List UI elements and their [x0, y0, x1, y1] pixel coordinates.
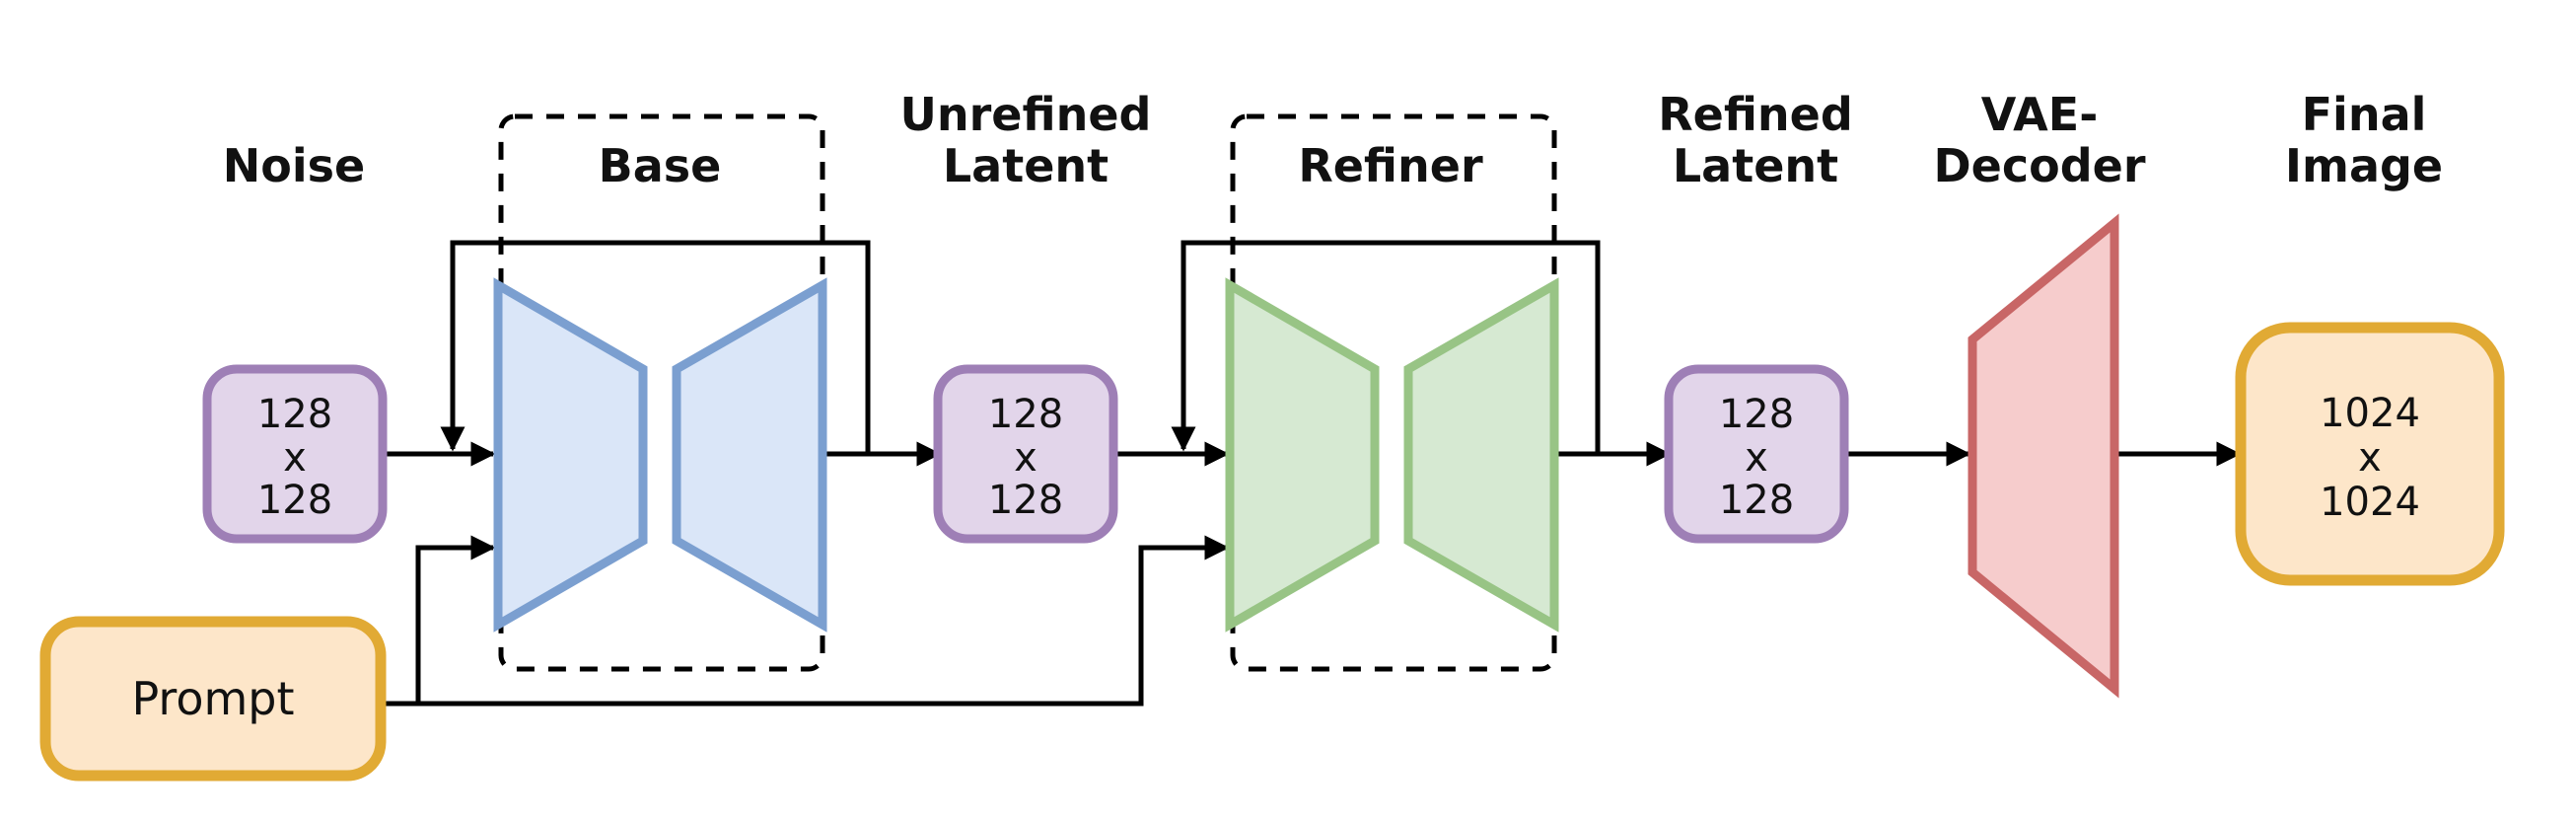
final-image-dim-2: 1024 — [2320, 480, 2420, 525]
noise-latent-dim-2: 128 — [257, 478, 332, 523]
final-image-dim-x: x — [2358, 435, 2382, 481]
vae-decoder-heading-line1: VAE- — [1981, 88, 2099, 141]
final-image-heading-line2: Image — [2285, 139, 2443, 192]
refined-latent-dim-2: 128 — [1719, 478, 1794, 523]
vae-decoder-block — [1968, 213, 2119, 699]
prompt-to-refiner-arrow — [418, 535, 1230, 707]
unrefined-latent-heading-line1: Unrefined — [900, 88, 1152, 141]
unrefined-latent-heading-line2: Latent — [943, 139, 1109, 192]
prompt-to-base-arrow — [385, 535, 496, 707]
refined-latent-heading-line1: Refined — [1658, 88, 1853, 141]
refiner-heading: Refiner — [1298, 139, 1483, 192]
refiner-encoder-block — [1225, 277, 1380, 633]
unrefined-latent-dim-x: x — [1014, 435, 1038, 481]
noise-latent-box — [202, 364, 388, 544]
prompt-box — [39, 616, 387, 782]
final-image-heading-line1: Final — [2302, 88, 2427, 141]
refined-latent-dim-1: 128 — [1719, 392, 1794, 437]
noise-latent-dim-1: 128 — [257, 392, 332, 437]
final-image-dim-1: 1024 — [2320, 391, 2420, 436]
refiner-decoder-block — [1403, 277, 1559, 633]
final-image-box — [2235, 322, 2505, 586]
unrefined-latent-dim-2: 128 — [988, 478, 1063, 523]
prompt-label: Prompt — [131, 672, 294, 725]
refined-latent-heading-line2: Latent — [1673, 139, 1838, 192]
base-heading: Base — [599, 139, 722, 192]
refined-latent-box — [1664, 364, 1849, 544]
refined-latent-dim-x: x — [1745, 435, 1768, 481]
base-encoder-block — [493, 277, 648, 633]
noise-heading: Noise — [223, 139, 365, 192]
base-decoder-block — [672, 277, 827, 633]
unrefined-latent-dim-1: 128 — [988, 392, 1063, 437]
noise-latent-dim-x: x — [283, 435, 307, 481]
unrefined-latent-box — [933, 364, 1118, 544]
vae-decoder-heading-line2: Decoder — [1933, 139, 2145, 192]
